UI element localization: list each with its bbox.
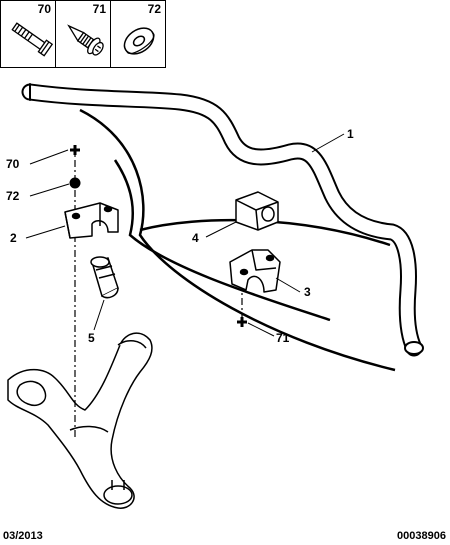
footer-reference: 00038906 [397,530,446,542]
callout-4: 4 [192,231,199,245]
legend-number: 71 [92,2,106,16]
callout-72: 72 [6,189,20,203]
bearing-clamp-left [64,202,119,239]
callout-1: 1 [347,127,354,141]
legend-item-70: 70 [0,0,56,68]
legend-number: 70 [37,2,51,16]
legend-number: 72 [147,2,161,16]
washer-position-marker [69,177,81,189]
legend-item-71: 71 [55,0,111,68]
bolt-icon [11,22,54,57]
anti-roll-bar [21,83,424,357]
bolt-position-marker [70,145,80,155]
legend-item-72: 72 [110,0,166,68]
bushing-left [90,256,119,299]
bushing-right [235,191,279,231]
callout-2: 2 [10,231,17,245]
footer-date: 03/2013 [3,530,43,542]
screw-position-marker [237,317,247,327]
parts-legend: 70 71 72 [0,0,171,68]
leader-lines [25,133,345,337]
lower-control-arm [7,332,153,509]
callout-70: 70 [6,157,20,171]
callout-71: 71 [276,331,290,345]
callout-3: 3 [304,285,311,299]
callout-5: 5 [88,331,95,345]
washer-icon [123,27,155,55]
bearing-clamp-right [229,249,281,293]
screw-icon [67,24,104,56]
